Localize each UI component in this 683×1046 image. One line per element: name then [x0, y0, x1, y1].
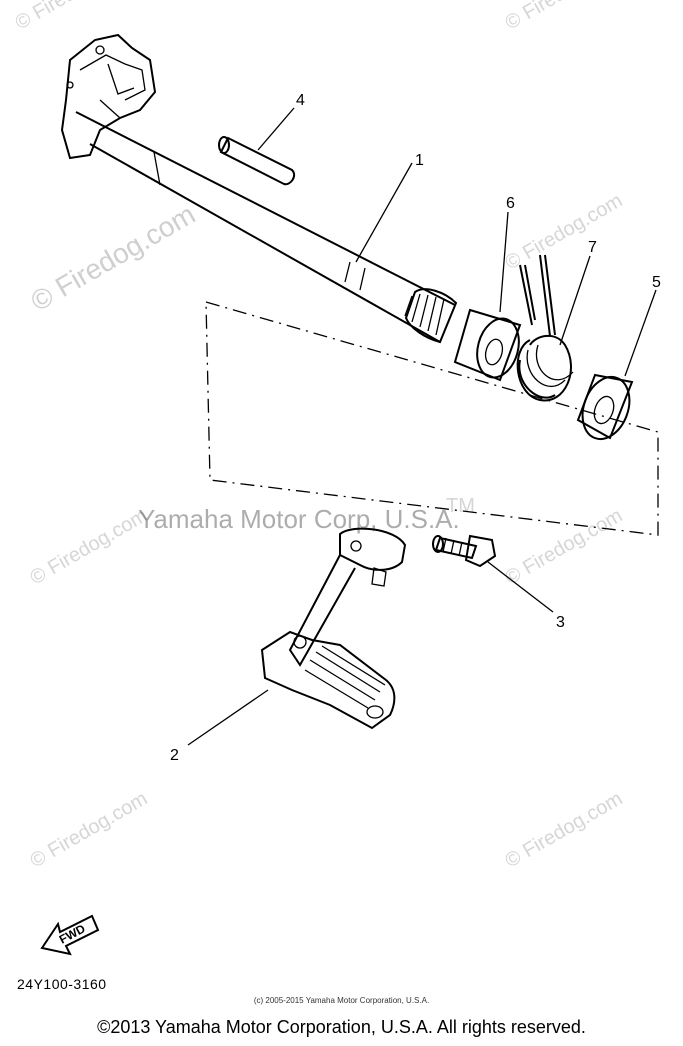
- callout-5: 5: [652, 274, 661, 291]
- watermark-firedog: © Firedog.com: [502, 0, 627, 34]
- drawing-code: 24Y100-3160: [17, 976, 107, 992]
- watermark-firedog: © Firedog.com: [502, 190, 627, 275]
- footer-copyright: ©2013 Yamaha Motor Corporation, U.S.A. A…: [97, 1017, 586, 1037]
- callout-7: 7: [588, 239, 597, 256]
- callout-labels: 1 4 6 7 5 3 2: [170, 92, 661, 764]
- watermark-yamaha: Yamaha Motor Corp, U.S.A.: [138, 504, 460, 534]
- leader-lines: [187, 107, 657, 746]
- watermark-layer: © Firedog.com © Firedog.com © Firedog.co…: [12, 0, 627, 872]
- watermark-trademark: TM: [446, 495, 475, 517]
- shift-pedal: [260, 527, 407, 730]
- callout-1: 1: [415, 152, 424, 169]
- assembly-guide-box: [205, 301, 659, 536]
- shift-shaft: [60, 33, 458, 344]
- watermark-firedog: © Firedog.com: [27, 788, 152, 873]
- small-copyright: (c) 2005-2015 Yamaha Motor Corporation, …: [253, 996, 430, 1005]
- return-spring: [516, 254, 574, 402]
- callout-2: 2: [170, 747, 179, 764]
- watermark-firedog: © Firedog.com: [12, 0, 137, 34]
- forward-arrow-icon: FWD: [40, 914, 100, 956]
- dowel-pin: [218, 136, 296, 186]
- callout-3: 3: [556, 614, 565, 631]
- watermark-firedog: © Firedog.com: [502, 505, 627, 590]
- collar: [453, 308, 522, 382]
- watermark-firedog: © Firedog.com: [26, 198, 201, 317]
- watermark-firedog: © Firedog.com: [502, 788, 627, 873]
- callout-6: 6: [506, 195, 515, 212]
- oil-seal: [576, 373, 634, 440]
- bolt: [432, 534, 497, 568]
- callout-4: 4: [296, 92, 305, 109]
- watermark-firedog: © Firedog.com: [27, 505, 152, 590]
